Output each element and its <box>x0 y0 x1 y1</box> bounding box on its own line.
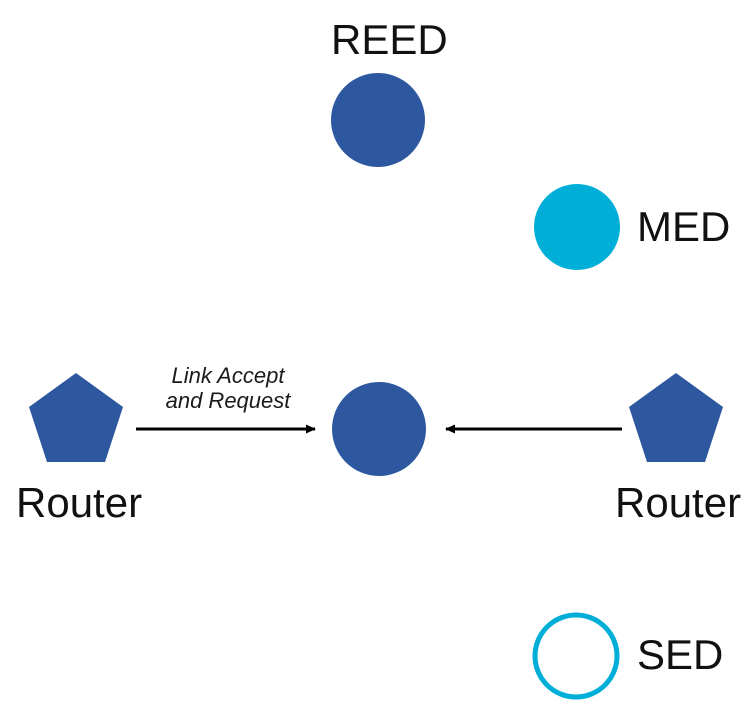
node-router-left-label: Router <box>16 479 143 526</box>
node-sed-circle[interactable] <box>532 612 620 700</box>
node-router-right-label: Router <box>615 479 742 526</box>
node-med-label: MED <box>637 203 731 250</box>
node-leader-circle[interactable] <box>332 382 426 476</box>
node-reed-label: REED <box>331 16 448 63</box>
node-sed-label: SED <box>637 631 724 678</box>
node-router-right-pentagon[interactable] <box>629 373 723 462</box>
edge-link-accept-request-label: Link Accept and Request <box>165 363 291 413</box>
node-router-left-pentagon[interactable] <box>29 373 123 462</box>
node-med-circle[interactable] <box>534 184 620 270</box>
node-reed-circle[interactable] <box>331 73 425 167</box>
